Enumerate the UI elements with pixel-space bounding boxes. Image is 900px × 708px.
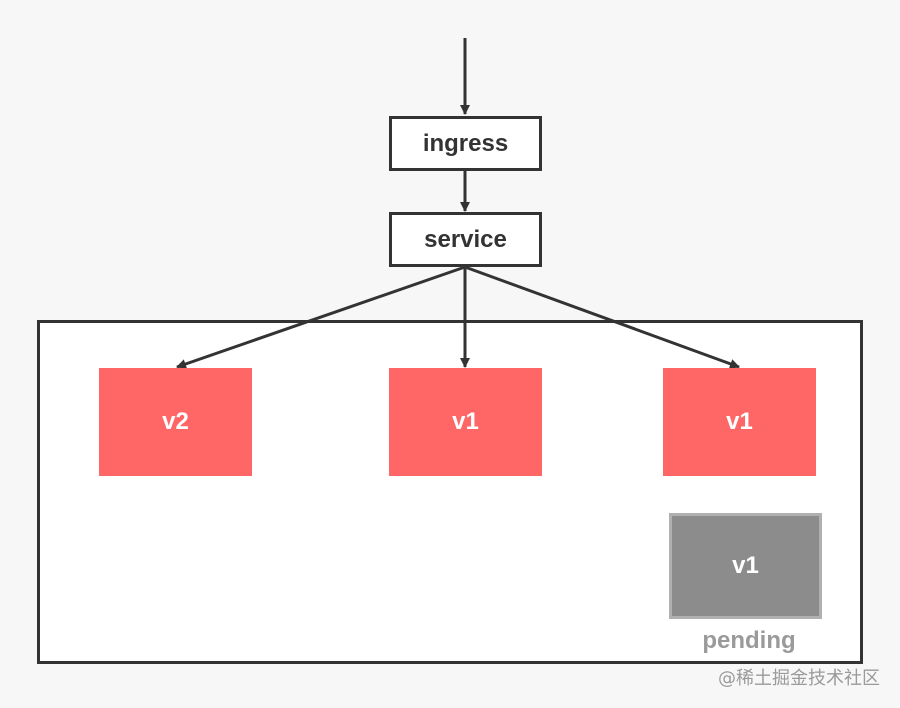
ingress-label: ingress <box>422 129 509 157</box>
pod-1: v2 <box>99 368 252 476</box>
ingress-node: ingress <box>389 116 542 171</box>
pod-4-pending: v1 <box>669 513 822 619</box>
pod-2: v1 <box>389 368 542 476</box>
pod-3: v1 <box>663 368 816 476</box>
service-label: service <box>424 225 507 253</box>
pod-2-label: v1 <box>452 408 479 435</box>
pending-label: pending <box>702 627 796 654</box>
watermark: @稀土掘金技术社区 <box>718 668 880 689</box>
pod-3-label: v1 <box>726 408 753 435</box>
service-node: service <box>389 212 542 267</box>
edge-service-to-pod-1 <box>176 265 466 369</box>
pod-1-label: v2 <box>162 408 189 435</box>
pod-4-label: v1 <box>732 552 759 579</box>
edge-service-to-pod-3 <box>464 265 740 369</box>
